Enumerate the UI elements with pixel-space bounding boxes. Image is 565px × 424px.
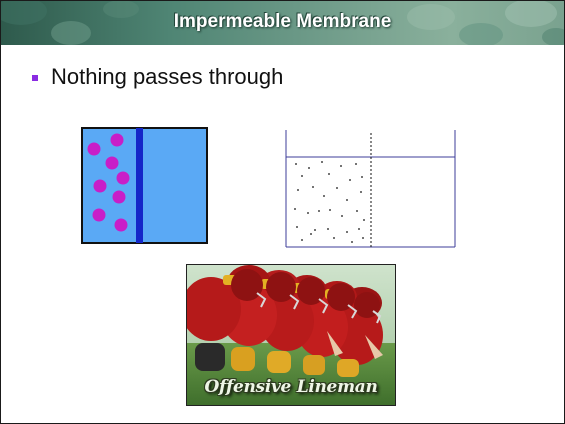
title-background-cells: [1, 1, 564, 45]
solute-dots: [294, 161, 365, 243]
bullet-item: Nothing passes through: [32, 64, 283, 90]
particle: [87, 142, 101, 156]
particle: [105, 156, 119, 170]
football-linemen-photo: Offensive Lineman: [186, 264, 396, 406]
particle: [114, 218, 128, 232]
solute-particles: [87, 133, 130, 232]
particle: [93, 179, 107, 193]
particle: [112, 190, 126, 204]
photo-caption: Offensive Lineman: [204, 377, 378, 397]
slide-title: Impermeable Membrane: [173, 11, 392, 32]
membrane-bar: [136, 128, 143, 243]
title-bar: Impermeable Membrane: [1, 1, 564, 45]
particle: [92, 208, 106, 222]
beaker-diagram: [285, 130, 456, 248]
membrane-chamber-diagram: [81, 127, 208, 244]
particle: [110, 133, 124, 147]
linemen-illustration: [187, 265, 395, 405]
bullet-text: Nothing passes through: [51, 64, 284, 89]
bullet-square-icon: [32, 75, 38, 81]
particle: [116, 171, 130, 185]
